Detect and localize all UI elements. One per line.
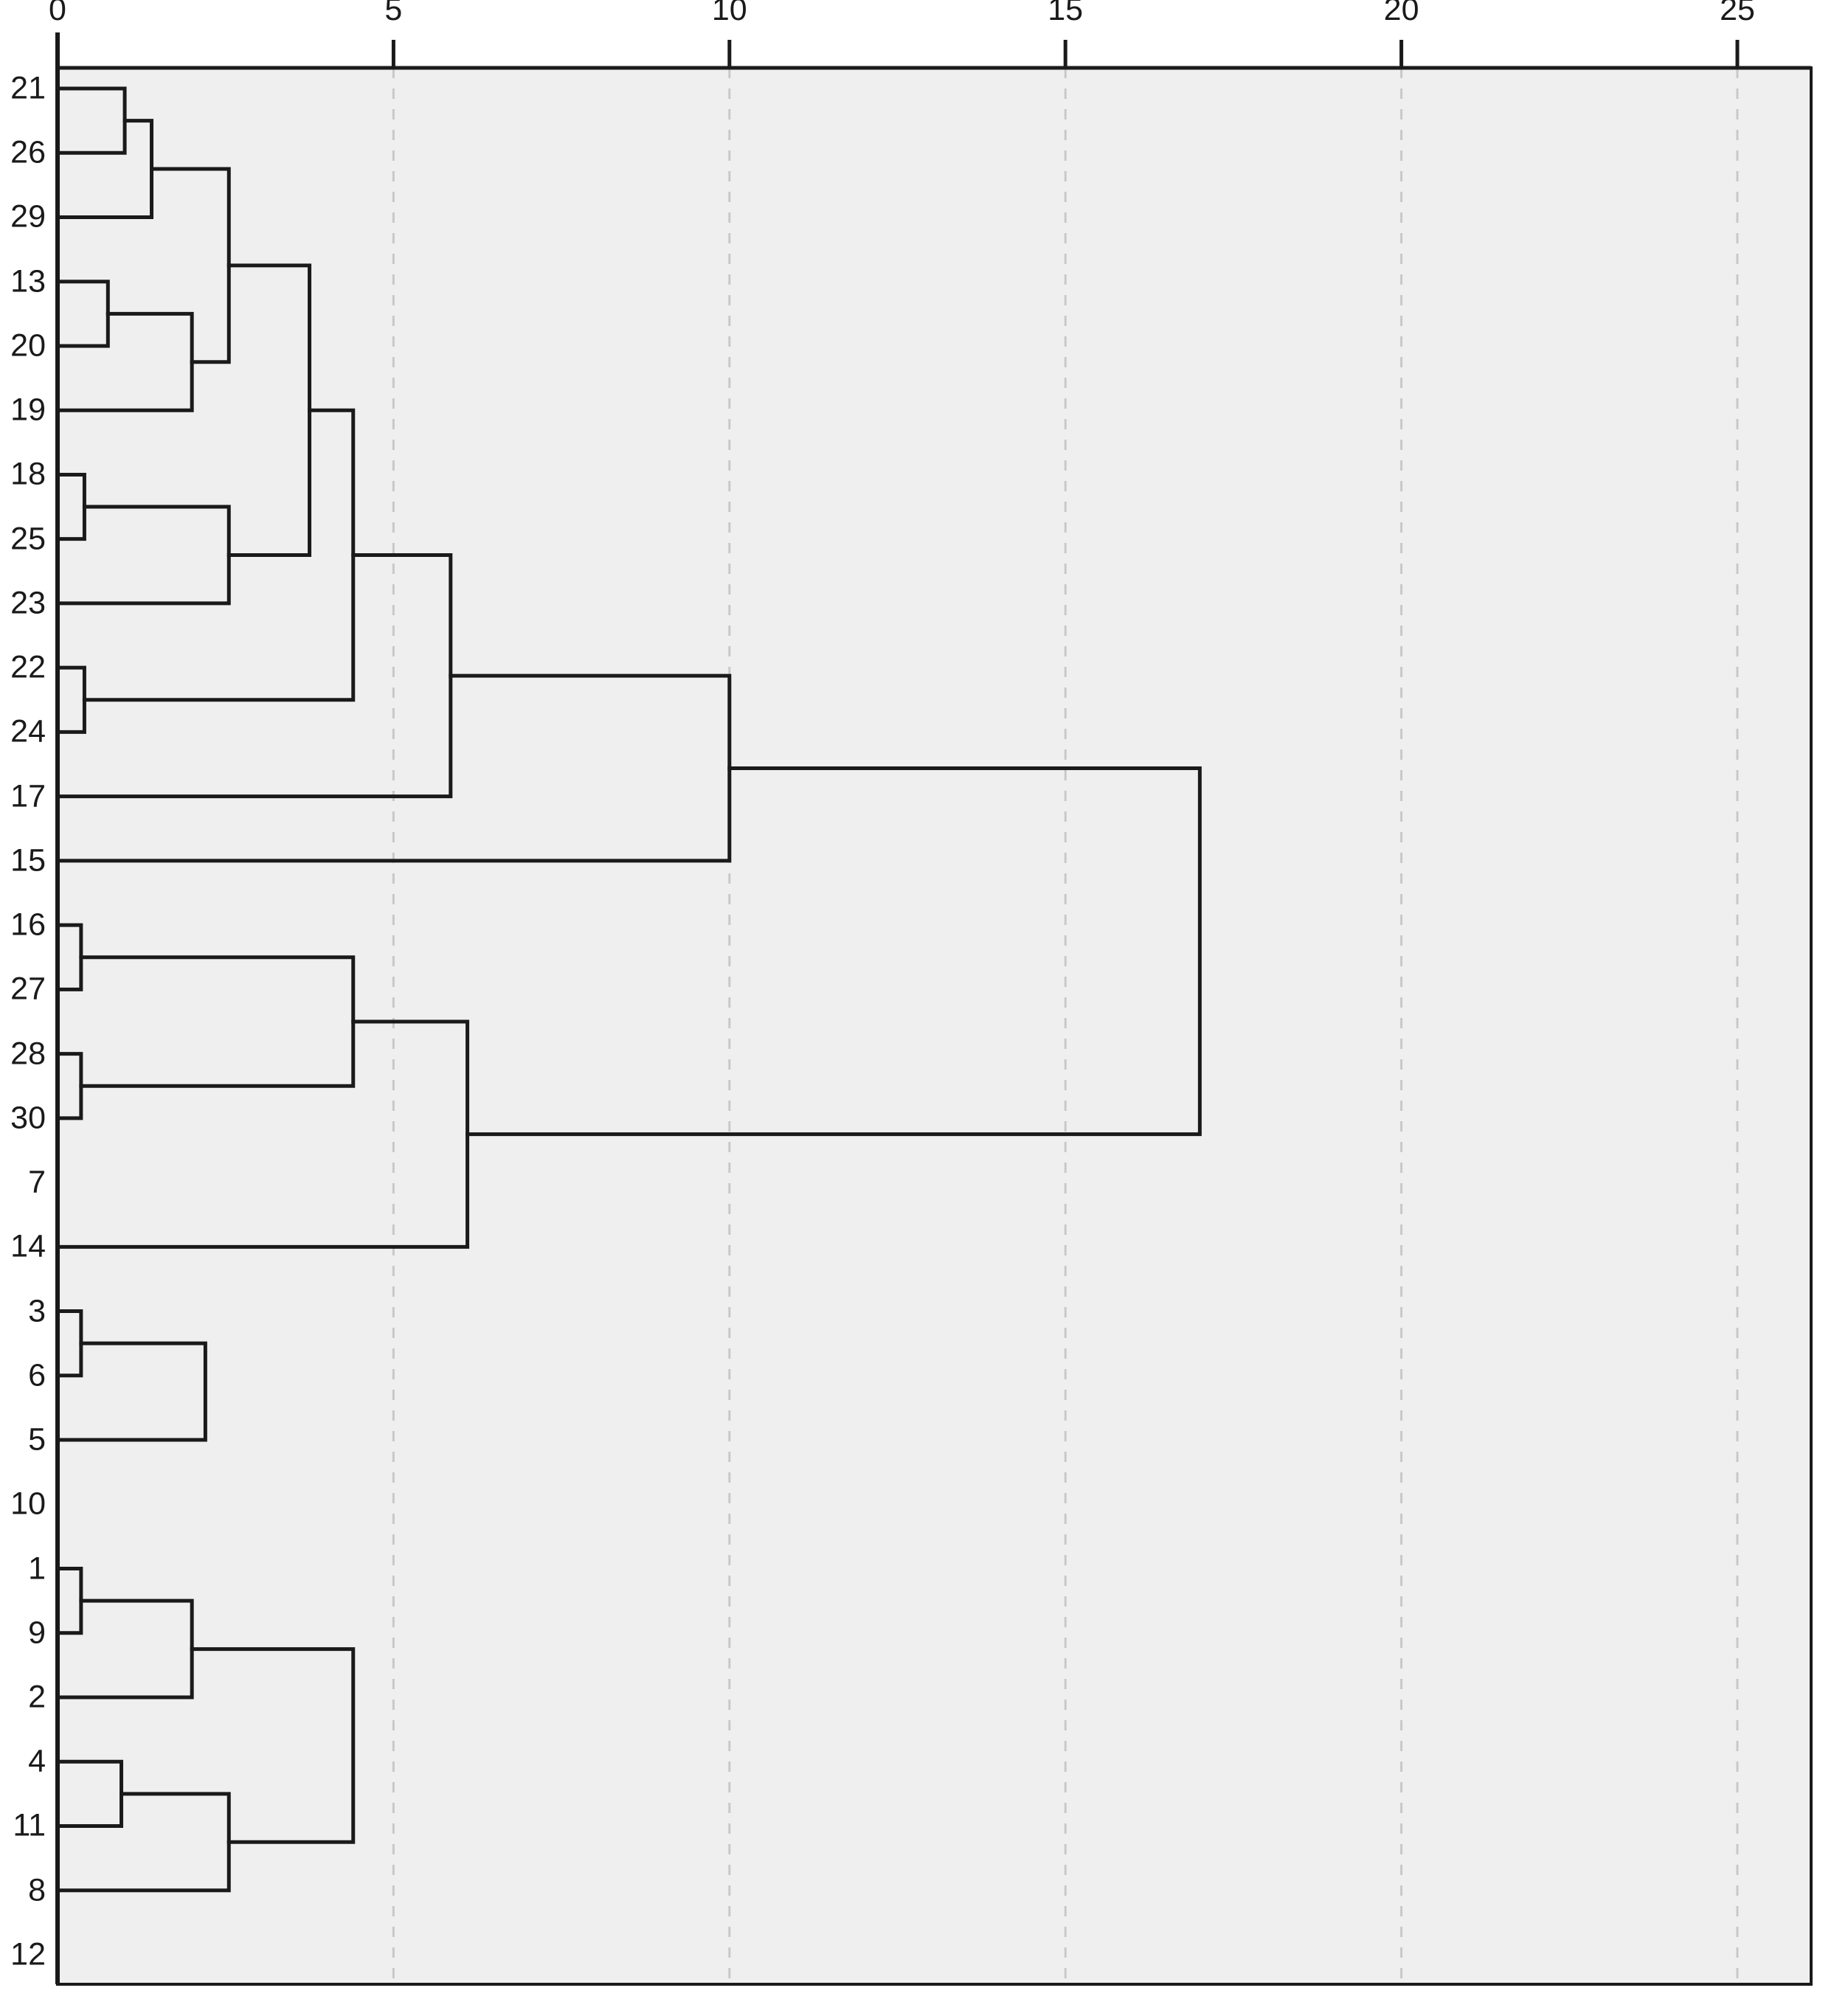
leaf-label-29: 29 — [10, 198, 46, 235]
leaf-label-15: 15 — [10, 842, 46, 879]
dendrogram-link-m26 — [466, 766, 1202, 1137]
leaf-label-16: 16 — [10, 907, 46, 943]
leaf-label-26: 26 — [10, 134, 46, 170]
leaf-label-7: 7 — [28, 1164, 46, 1200]
leaf-label-17: 17 — [10, 778, 46, 814]
leaf-label-28: 28 — [10, 1036, 46, 1072]
leaf-label-9: 9 — [28, 1615, 46, 1651]
leaf-label-2: 2 — [28, 1679, 46, 1715]
leaf-label-1: 1 — [28, 1551, 46, 1587]
leaf-label-23: 23 — [10, 585, 46, 621]
leaf-label-19: 19 — [10, 392, 46, 428]
leaf-label-21: 21 — [10, 70, 46, 106]
plot-area-background — [56, 66, 1813, 1986]
x-tick-label-0: 0 — [49, 0, 66, 27]
x-tick-label-25: 25 — [1720, 0, 1755, 27]
leaf-label-12: 12 — [10, 1936, 46, 1972]
leaf-label-3: 3 — [28, 1293, 46, 1329]
leaf-label-20: 20 — [10, 328, 46, 364]
leaf-label-13: 13 — [10, 263, 46, 299]
leaf-label-5: 5 — [28, 1421, 46, 1458]
leaf-label-25: 25 — [10, 521, 46, 557]
x-tick-label-5: 5 — [384, 0, 403, 27]
dendrogram-links — [55, 86, 1202, 1893]
leaf-label-24: 24 — [10, 713, 46, 749]
dendrogram-link-m14 — [55, 1341, 207, 1442]
leaf-label-10: 10 — [10, 1486, 46, 1522]
leaf-label-6: 6 — [28, 1357, 46, 1393]
x-tick-label-10: 10 — [711, 0, 747, 27]
leaf-label-27: 27 — [10, 971, 46, 1007]
dendrogram-link-m20 — [190, 1647, 356, 1844]
leaf-label-14: 14 — [10, 1228, 46, 1264]
leaf-label-8: 8 — [28, 1872, 46, 1908]
x-tick-label-20: 20 — [1383, 0, 1419, 27]
leaf-label-4: 4 — [28, 1743, 46, 1779]
leaf-label-22: 22 — [10, 649, 46, 685]
leaf-label-30: 30 — [10, 1100, 46, 1136]
leaf-label-11: 11 — [13, 1807, 46, 1843]
leaf-label-18: 18 — [10, 456, 46, 492]
x-tick-label-15: 15 — [1048, 0, 1084, 27]
